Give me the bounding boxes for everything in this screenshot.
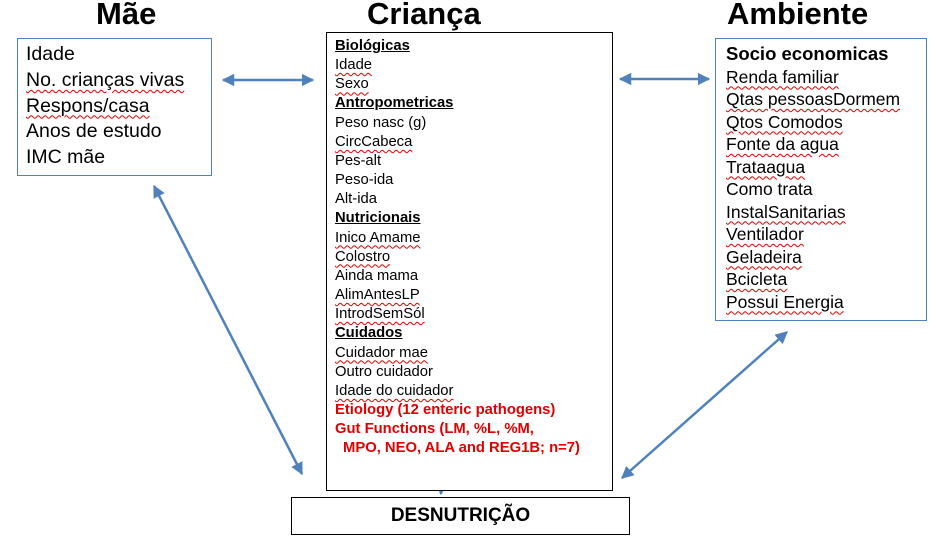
crianca-item-pes-alt: Pes-alt bbox=[335, 152, 382, 169]
ambiente-item-instalsanitarias: InstalSanitarias bbox=[726, 201, 846, 222]
crianca-item-idade: Idade bbox=[335, 57, 373, 74]
crianca-item-inico-amame: Inico Amame bbox=[335, 229, 421, 246]
desnutricao-box: DESNUTRIÇÃO bbox=[291, 497, 630, 535]
crianca-item-idade-cuidador: Idade do cuidador bbox=[335, 382, 454, 399]
desnutricao-label: DESNUTRIÇÃO bbox=[390, 505, 531, 526]
crianca-item-alimanteslp: AlimAntesLP bbox=[335, 287, 420, 304]
crianca-item-sexo: Sexo bbox=[335, 76, 369, 93]
ambiente-item-trataagua: Trataagua bbox=[726, 156, 806, 177]
mae-item-idade: Idade bbox=[26, 43, 75, 65]
crianca-item-peso-ida: Peso-ida bbox=[335, 172, 394, 189]
ambiente-item-fonte-agua: Fonte da agua bbox=[726, 134, 839, 154]
ambiente-item-qtas-pessoas: Qtas pessoasDormem bbox=[726, 89, 901, 109]
mae-box: Idade No. crianças vivas Respons/casa An… bbox=[17, 38, 212, 176]
ambiente-item-bcicleta: Bcicleta bbox=[726, 269, 788, 289]
crianca-item-outro-cuidador: Outro cuidador bbox=[335, 363, 433, 380]
arrow-ambiente-desnutricao bbox=[621, 331, 788, 479]
section-title-antropometricas: Antropometricas bbox=[335, 95, 454, 112]
ambiente-item-como-trata: Como trata bbox=[726, 179, 813, 199]
arrow-mae-desnutricao bbox=[152, 184, 304, 476]
mae-item-anos-estudo: Anos de estudo bbox=[26, 120, 162, 143]
mae-item-respons-casa: Respons/casa bbox=[26, 94, 150, 117]
ambiente-item-ventilador: Ventilador bbox=[726, 224, 804, 244]
heading-crianca: Criança bbox=[367, 0, 481, 31]
crianca-item-cuidador-mae: Cuidador mae bbox=[335, 344, 428, 361]
crianca-item-gut-functions-line2: MPO, NEO, ALA and REG1B; n=7) bbox=[343, 440, 580, 457]
crianca-item-etiology: Etiology (12 enteric pathogens) bbox=[335, 401, 556, 418]
ambiente-box: Socio economicas Renda familiar Qtas pes… bbox=[715, 38, 927, 321]
crianca-box: Biológicas Idade Sexo Antropometricas Pe… bbox=[326, 32, 613, 491]
heading-mae: Mãe bbox=[96, 0, 157, 31]
section-title-biologicas: Biológicas bbox=[335, 38, 410, 54]
ambiente-item-possui-energia: Possui Energia bbox=[726, 291, 844, 312]
ambiente-item-qtos-comodos: Qtos Comodos bbox=[726, 111, 843, 132]
crianca-item-introdsemsol: IntrodSemSól bbox=[335, 306, 425, 323]
mae-item-imc: IMC mãe bbox=[26, 146, 106, 169]
section-title-cuidados: Cuidados bbox=[335, 325, 403, 342]
crianca-item-gut-functions-line1: Gut Functions (LM, %L, %M, bbox=[335, 421, 534, 438]
heading-ambiente: Ambiente bbox=[727, 0, 869, 31]
ambiente-item-geladeira: Geladeira bbox=[726, 246, 802, 267]
crianca-item-alt-ida: Alt-ida bbox=[335, 191, 377, 208]
section-title-socio-economicas: Socio economicas bbox=[726, 43, 889, 64]
crianca-item-peso-nasc: Peso nasc (g) bbox=[335, 114, 427, 131]
section-title-nutricionais: Nutricionais bbox=[335, 210, 421, 227]
mae-item-criancas-vivas: No. crianças vivas bbox=[26, 68, 185, 91]
ambiente-item-renda: Renda familiar bbox=[726, 66, 839, 87]
crianca-item-colostro: Colostro bbox=[335, 248, 391, 265]
crianca-item-circcabeca: CircCabeca bbox=[335, 133, 413, 150]
crianca-item-ainda-mama: Ainda mama bbox=[335, 267, 419, 284]
